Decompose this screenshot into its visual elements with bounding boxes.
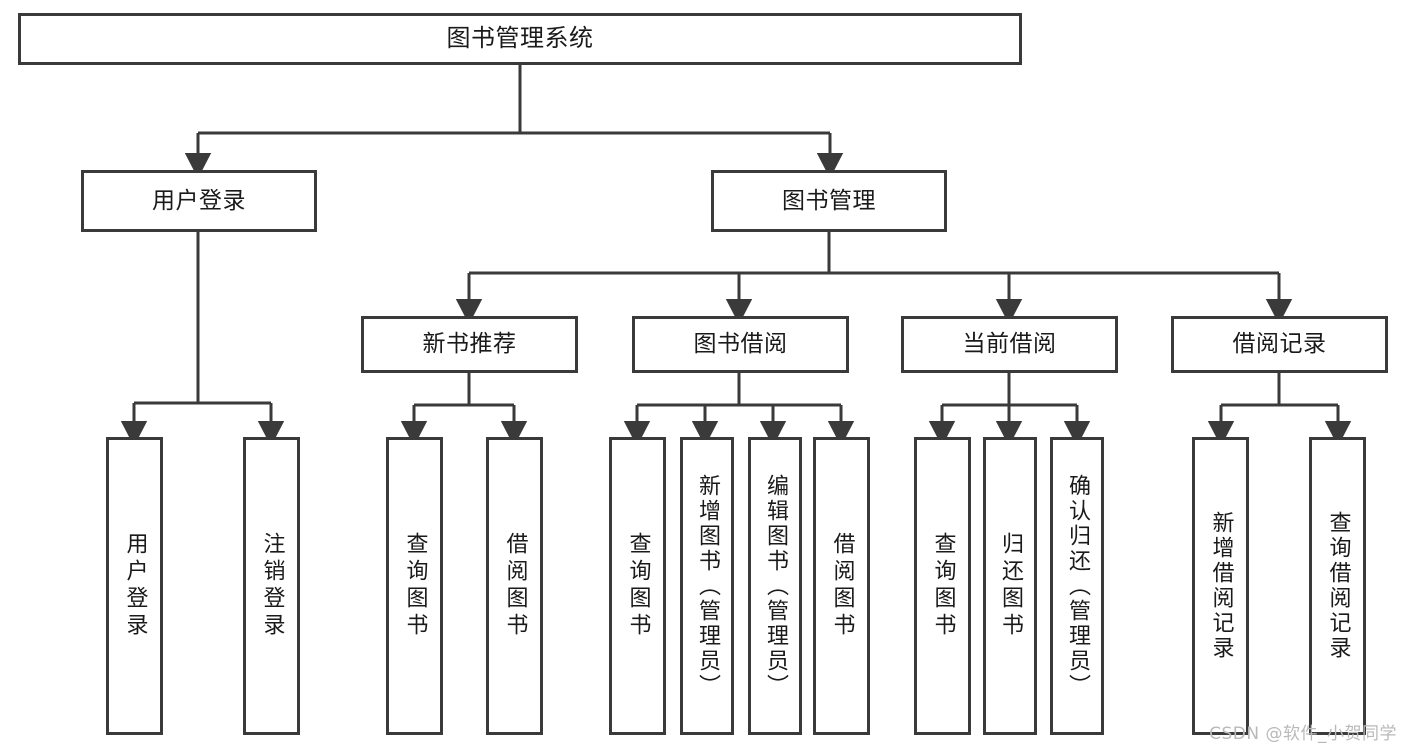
node-label: 查询图书 (402, 532, 428, 640)
node-label: 用户登录 (152, 187, 246, 214)
leaf-edit-book-admin[interactable]: 编辑图书（管理员） (748, 437, 802, 735)
node-label: 编辑图书（管理员） (763, 473, 788, 699)
leaf-borrow-book-1[interactable]: 借阅图书 (486, 437, 543, 735)
leaf-borrow-book-2[interactable]: 借阅图书 (813, 437, 870, 735)
node-book-management[interactable]: 图书管理 (711, 170, 947, 232)
leaf-user-login[interactable]: 用户登录 (106, 437, 163, 735)
node-label: 新增图书（管理员） (695, 473, 720, 699)
node-book-borrow[interactable]: 图书借阅 (632, 316, 849, 373)
node-label: 新增借阅记录 (1208, 511, 1234, 661)
node-label: 查询图书 (930, 532, 956, 640)
leaf-add-borrow-record[interactable]: 新增借阅记录 (1192, 437, 1249, 735)
leaf-return-book[interactable]: 归还图书 (983, 437, 1037, 735)
node-root-system[interactable]: 图书管理系统 (18, 13, 1022, 65)
node-label: 借阅图书 (502, 532, 528, 640)
node-label: 用户登录 (122, 532, 148, 640)
leaf-logout-login[interactable]: 注销登录 (243, 437, 300, 735)
node-user-login[interactable]: 用户登录 (81, 170, 317, 232)
node-label: 归还图书 (998, 532, 1023, 640)
node-new-book-recommend[interactable]: 新书推荐 (361, 316, 578, 373)
node-label: 当前借阅 (962, 331, 1057, 358)
node-label: 借阅记录 (1232, 331, 1327, 358)
node-label: 确认归还（管理员） (1065, 473, 1090, 699)
node-label: 图书管理 (782, 187, 876, 214)
node-label: 注销登录 (259, 532, 285, 640)
node-label: 查询图书 (625, 532, 651, 640)
node-label: 图书借阅 (693, 331, 788, 358)
node-borrow-record[interactable]: 借阅记录 (1171, 316, 1388, 373)
node-label: 查询借阅记录 (1325, 511, 1351, 661)
leaf-query-book-1[interactable]: 查询图书 (386, 437, 443, 735)
node-label: 新书推荐 (422, 331, 517, 358)
csdn-watermark: CSDN @软件_小贺同学 (1209, 724, 1397, 744)
leaf-query-book-3[interactable]: 查询图书 (914, 437, 971, 735)
node-label: 借阅图书 (829, 532, 855, 640)
leaf-add-book-admin[interactable]: 新增图书（管理员） (680, 437, 734, 735)
node-current-borrow[interactable]: 当前借阅 (901, 316, 1118, 373)
node-label: 图书管理系统 (446, 24, 594, 53)
leaf-confirm-return-admin[interactable]: 确认归还（管理员） (1050, 437, 1104, 735)
leaf-query-book-2[interactable]: 查询图书 (609, 437, 666, 735)
leaf-query-borrow-record[interactable]: 查询借阅记录 (1309, 437, 1366, 735)
